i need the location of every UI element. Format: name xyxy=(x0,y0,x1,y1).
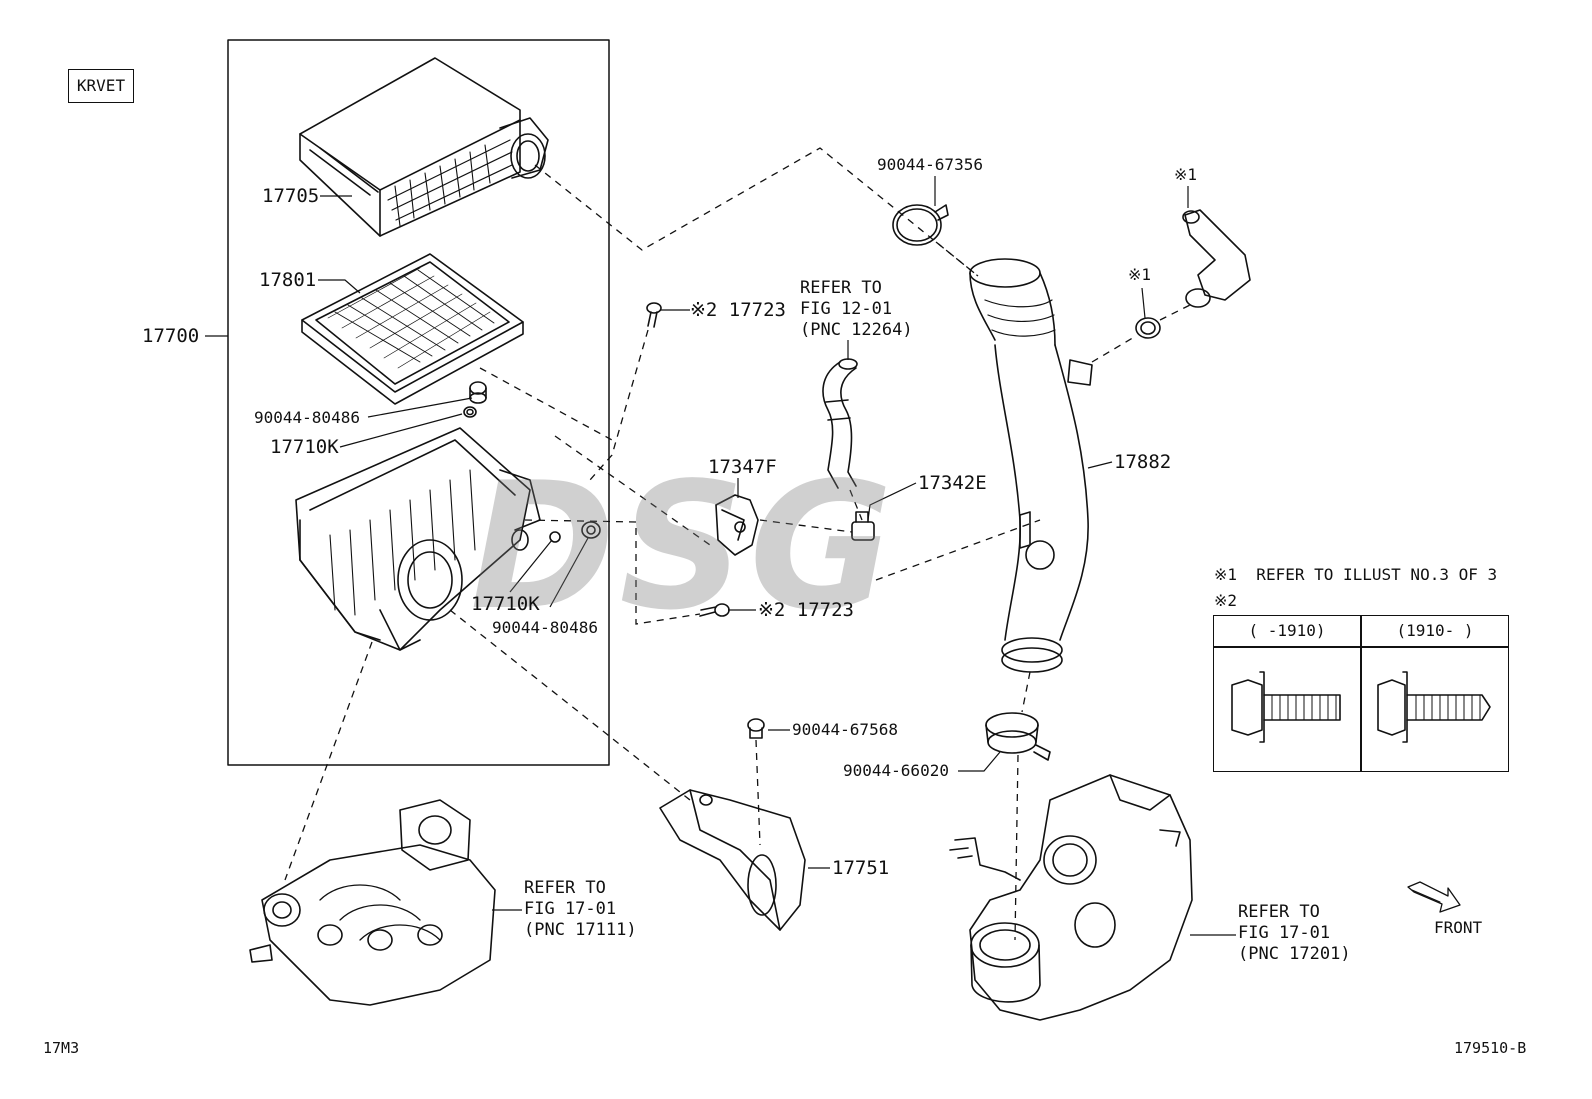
label-17347F[interactable]: 17347F xyxy=(708,456,777,478)
dash-case-to-bracket xyxy=(554,435,711,546)
label-90044-80486-b[interactable]: 90044-80486 xyxy=(492,618,598,637)
refer-note-12264[interactable]: REFER TO FIG 12-01 (PNC 12264) xyxy=(800,278,913,340)
page-code-right: 179510-B xyxy=(1454,1039,1527,1057)
label-17342E[interactable]: 17342E xyxy=(918,472,987,494)
dash-cap-to-hose xyxy=(534,147,979,277)
pcv-hose xyxy=(1182,209,1251,308)
assembly-box-17700 xyxy=(227,39,610,766)
air-cleaner-cap-17705 xyxy=(299,57,549,237)
front-arrow-icon xyxy=(1407,881,1461,913)
clip-90044-67568 xyxy=(747,718,765,739)
label-17882[interactable]: 17882 xyxy=(1114,451,1172,473)
leader-17801 xyxy=(318,279,361,294)
leader-90044-66020 xyxy=(958,751,1001,772)
leader-90044-80486-b xyxy=(549,537,589,608)
front-label: FRONT xyxy=(1434,918,1483,937)
watermark: DSG xyxy=(470,446,897,649)
dash-clamp-to-hose xyxy=(935,241,979,277)
turbocharger xyxy=(949,774,1193,1021)
grommet-90044-80486-top xyxy=(469,381,487,404)
legend-bolt-late xyxy=(1377,671,1491,743)
refer-note-17111[interactable]: REFER TO FIG 17-01 (PNC 17111) xyxy=(524,878,637,940)
leader-90044-80486-a xyxy=(367,397,473,418)
label-ref1-a: ※1 xyxy=(1174,165,1198,184)
label-17801[interactable]: 17801 xyxy=(259,269,317,291)
dash-hose-to-12264 xyxy=(849,489,863,521)
label-17705[interactable]: 17705 xyxy=(262,185,320,207)
clamp-90044-67356 xyxy=(892,204,949,246)
leader-17710K-b xyxy=(509,539,553,593)
air-cleaner-case xyxy=(295,427,541,651)
dash-bracket-to-clamp xyxy=(759,519,853,533)
label-17700[interactable]: 17700 xyxy=(142,325,200,347)
dash-bolt-down xyxy=(589,329,649,481)
legend-divider-horizontal xyxy=(1214,646,1508,648)
label-17723-a[interactable]: ※2 17723 xyxy=(690,299,786,321)
dash-hose-down xyxy=(1021,671,1031,713)
dash-clamp-to-hose2 xyxy=(875,519,1041,581)
legend-divider-vertical xyxy=(1360,616,1362,771)
leader-ref1-b xyxy=(1141,287,1146,319)
dash-case-to-bolt2 xyxy=(524,519,701,625)
dash-filter-to-bolt xyxy=(479,367,613,441)
label-90044-66020[interactable]: 90044-66020 xyxy=(843,761,949,780)
leader-17710K-a xyxy=(339,413,463,448)
grommet-17710K-top xyxy=(463,406,477,418)
legend-bolt-early xyxy=(1231,671,1341,743)
legend-note-1: ※1 REFER TO ILLUST NO.3 OF 3 xyxy=(1214,565,1498,584)
air-filter-element-17801 xyxy=(301,253,524,405)
intake-hose-17882 xyxy=(969,258,1093,673)
legend-note-2: ※2 xyxy=(1214,591,1238,610)
label-17751[interactable]: 17751 xyxy=(832,857,890,879)
refer-note-17201[interactable]: REFER TO FIG 17-01 (PNC 17201) xyxy=(1238,902,1351,964)
label-17710K-a[interactable]: 17710K xyxy=(270,436,339,458)
clamp-90044-66020 xyxy=(985,712,1051,761)
label-17710K-b[interactable]: 17710K xyxy=(471,593,540,615)
dash-clamp-down-turbo xyxy=(1014,754,1019,941)
dash-case-to-manifold xyxy=(284,641,373,881)
dash-clip-down xyxy=(755,739,761,846)
dash-clamp2-to-pcv xyxy=(1091,304,1191,363)
label-90044-67568[interactable]: 90044-67568 xyxy=(792,720,898,739)
leader-17342E xyxy=(867,482,917,521)
label-90044-80486-a[interactable]: 90044-80486 xyxy=(254,408,360,427)
intake-manifold xyxy=(249,799,496,1006)
legend-col1-header: ( -1910) xyxy=(1248,621,1326,640)
label-90044-67356[interactable]: 90044-67356 xyxy=(877,155,983,174)
intake-duct-17751 xyxy=(659,789,806,931)
clamp-pcv xyxy=(1135,317,1161,339)
variant-box: KRVET xyxy=(68,69,134,103)
grommet-90044-80486-right xyxy=(581,521,601,539)
leader-17882 xyxy=(1087,461,1113,469)
page-code-left: 17M3 xyxy=(43,1039,80,1057)
label-ref1-b: ※1 xyxy=(1128,265,1152,284)
legend-table: ( -1910) (1910- ) xyxy=(1213,615,1509,772)
legend-col2-header: (1910- ) xyxy=(1396,621,1474,640)
bolt-17723-top xyxy=(646,302,662,328)
grommet-17710K-right xyxy=(549,531,561,543)
label-17723-b[interactable]: ※2 17723 xyxy=(758,599,854,621)
